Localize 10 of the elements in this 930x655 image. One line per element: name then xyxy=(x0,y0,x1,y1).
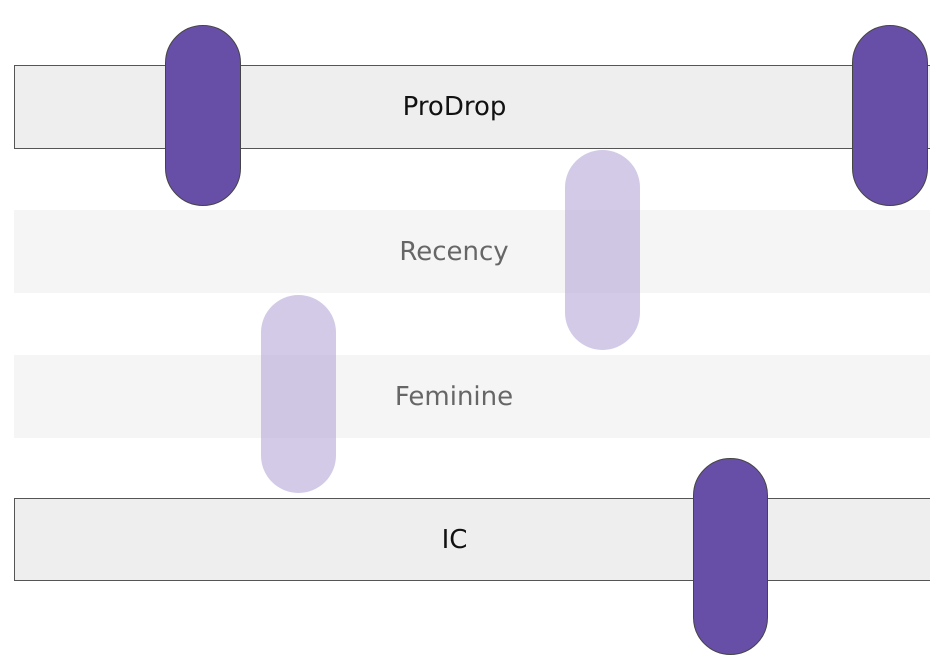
band-label: Feminine xyxy=(394,382,514,412)
band-label: IC xyxy=(442,524,468,554)
pill-marker xyxy=(693,458,768,655)
band-label: Recency xyxy=(399,236,509,266)
category-band xyxy=(14,210,930,293)
pill-marker xyxy=(565,150,640,350)
category-band xyxy=(14,498,930,581)
category-band xyxy=(14,355,930,438)
pill-marker xyxy=(261,295,336,493)
band-label: ProDrop xyxy=(402,92,506,122)
